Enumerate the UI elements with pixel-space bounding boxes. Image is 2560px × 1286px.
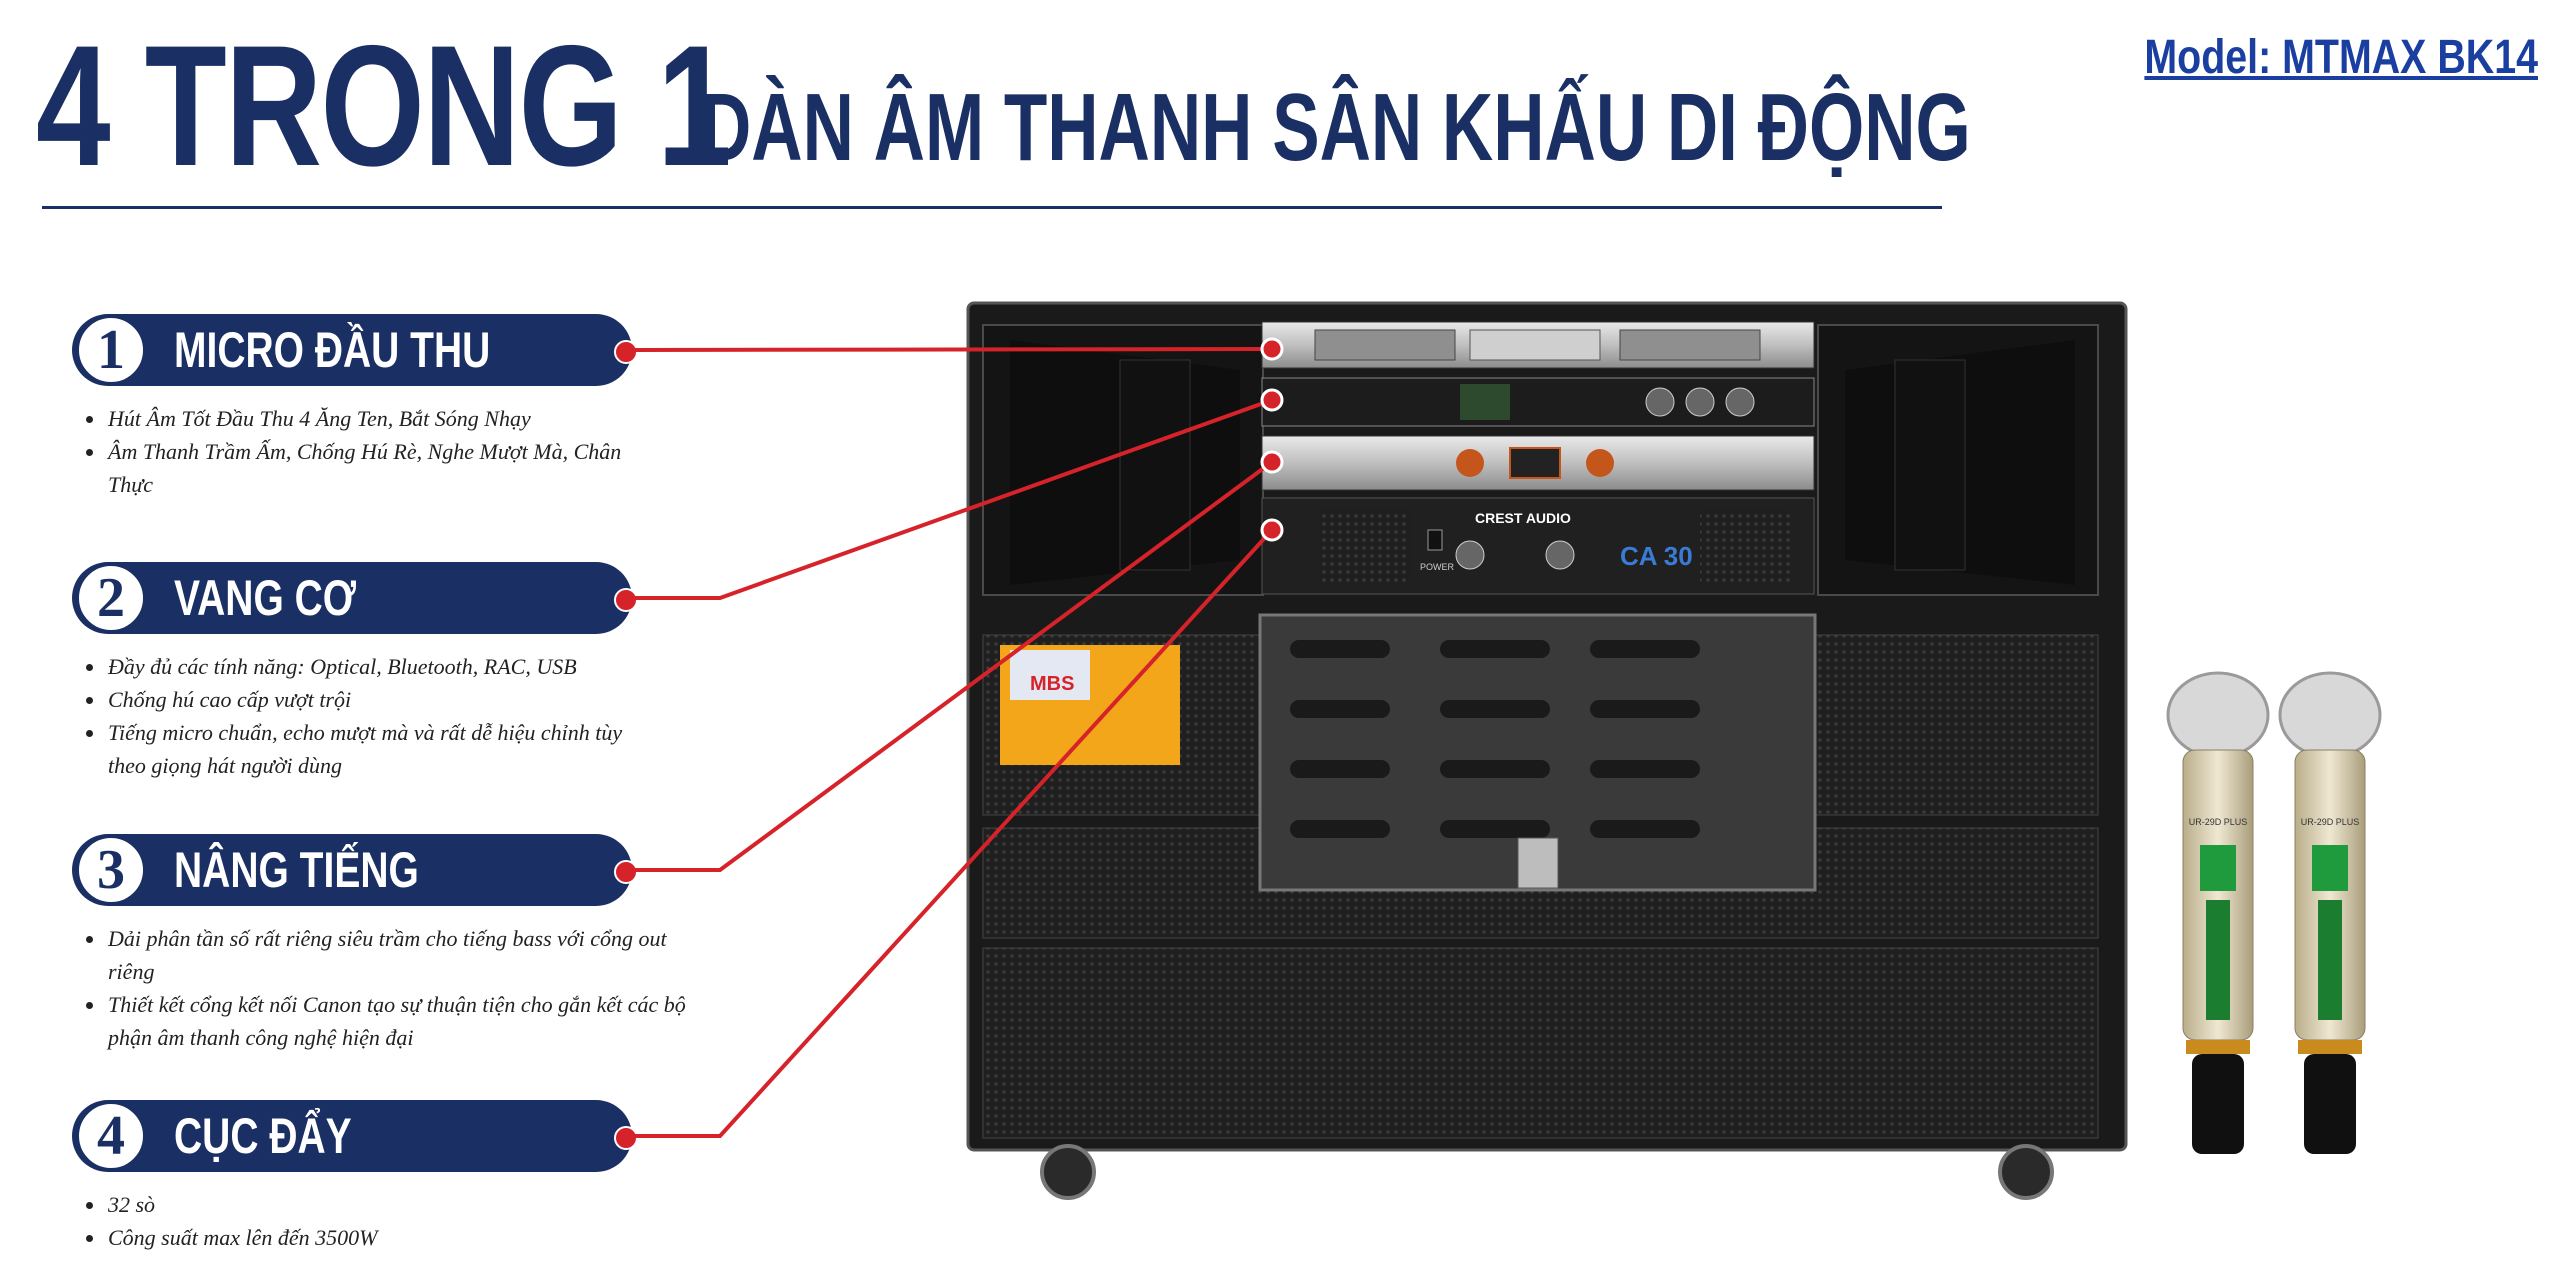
power-amplifier: CREST AUDIO CA 30 POWER xyxy=(1261,497,1815,595)
feature-3-bullets: Dải phân tần số rất riêng siêu trầm cho … xyxy=(80,922,706,1054)
feature-1-pill: 1 MICRO ĐẦU THU xyxy=(72,314,638,386)
amp-model-text: CA 30 xyxy=(1620,541,1693,571)
connector-end-dot xyxy=(1260,388,1284,412)
connector-line-4 xyxy=(630,528,1274,1138)
feature-4-bullets: 32 sò Công suất max lên đến 3500W xyxy=(80,1188,726,1254)
list-item: 32 sò xyxy=(106,1188,726,1221)
amp-power-text: POWER xyxy=(1420,562,1455,572)
list-item: Chống hú cao cấp vượt trội xyxy=(106,683,626,716)
connector-line-3 xyxy=(630,460,1274,872)
left-horn xyxy=(982,324,1264,596)
mic-label-left: UR-29D PLUS xyxy=(2189,817,2248,827)
mic-label-right: UR-29D PLUS xyxy=(2301,817,2360,827)
feature-1-title: MICRO ĐẦU THU xyxy=(174,322,491,378)
feature-1-number: 1 xyxy=(76,315,146,385)
wheel-left xyxy=(1040,1144,1096,1200)
mixer-unit xyxy=(1261,377,1815,427)
list-item: Tiếng micro chuẩn, echo mượt mà và rất d… xyxy=(106,716,626,782)
amp-brand-text: CREST AUDIO xyxy=(1475,510,1571,526)
right-horn xyxy=(1817,324,2099,596)
list-item: Đầy đủ các tính năng: Optical, Bluetooth… xyxy=(106,650,626,683)
sticker-text: MBS xyxy=(1030,673,1074,695)
product-illustration: CREST AUDIO CA 30 POWER MBS xyxy=(966,301,2382,1200)
list-item: Thiết kết cổng kết nối Canon tạo sự thuậ… xyxy=(106,988,706,1054)
headline-main: 4 TRONG 1 xyxy=(36,10,732,202)
feature-2-number: 2 xyxy=(76,563,146,633)
connector-line-2 xyxy=(630,398,1273,600)
connector-dot xyxy=(614,340,638,364)
connector-line-1 xyxy=(629,347,1273,352)
list-item: Âm Thanh Trầm Ấm, Chống Hú Rè, Nghe Mượt… xyxy=(106,435,628,501)
laptop-tray xyxy=(1258,613,1817,892)
connector-end-dot xyxy=(1260,518,1284,542)
wireless-receiver xyxy=(1261,321,1815,369)
list-item: Hút Âm Tốt Đầu Thu 4 Ăng Ten, Bắt Sóng N… xyxy=(106,402,726,435)
wheel-right xyxy=(1998,1144,2054,1200)
microphone-right: UR-29D PLUS xyxy=(2278,671,2382,1154)
feature-3-title: NÂNG TIẾNG xyxy=(174,842,419,898)
microphone-left: UR-29D PLUS xyxy=(2166,671,2270,1154)
crossover-unit xyxy=(1261,435,1815,491)
feature-4-number: 4 xyxy=(76,1101,146,1171)
feature-4-pill: 4 CỤC ĐẨY xyxy=(72,1100,638,1172)
feature-2-pill: 2 VANG CƠ xyxy=(72,562,638,634)
list-item: Công suất max lên đến 3500W xyxy=(106,1221,726,1254)
model-link[interactable]: Model: MTMAX BK14 xyxy=(2144,31,2538,84)
headline-sub: DÀN ÂM THANH SÂN KHẤU DI ĐỘNG xyxy=(700,74,1971,181)
feature-3-number: 3 xyxy=(76,835,146,905)
list-item: Dải phân tần số rất riêng siêu trầm cho … xyxy=(106,922,706,988)
speaker-cabinet: CREST AUDIO CA 30 POWER MBS xyxy=(966,301,2128,1200)
feature-4-title: CỤC ĐẨY xyxy=(174,1108,352,1164)
title-divider xyxy=(42,206,1942,209)
bass-grille xyxy=(982,947,2099,1139)
feature-2-bullets: Đầy đủ các tính năng: Optical, Bluetooth… xyxy=(80,650,626,782)
feature-1-bullets: Hút Âm Tốt Đầu Thu 4 Ăng Ten, Bắt Sóng N… xyxy=(80,402,726,501)
feature-2-title: VANG CƠ xyxy=(174,570,357,626)
feature-3-pill: 3 NÂNG TIẾNG xyxy=(72,834,638,906)
connector-end-dot xyxy=(1260,337,1284,361)
connector-end-dot xyxy=(1260,450,1284,474)
